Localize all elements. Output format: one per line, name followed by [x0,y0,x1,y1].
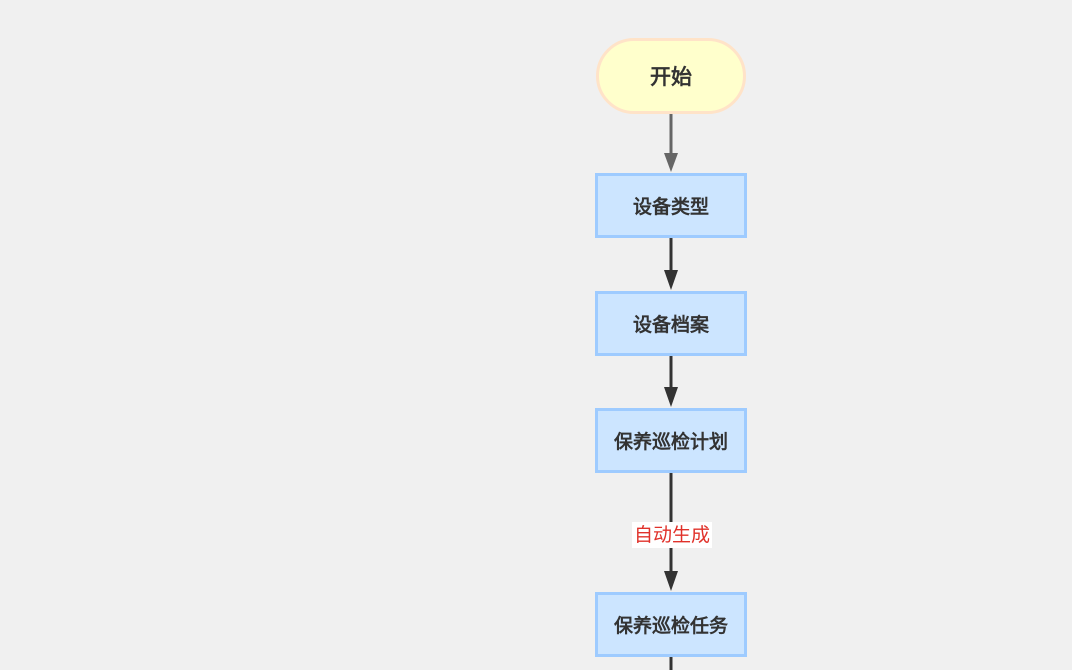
device-archive-node[interactable]: 设备档案 [595,291,747,356]
auto-generate-edge-label: 自动生成 [632,522,712,548]
device-type-node[interactable]: 设备类型 [595,173,747,238]
device-type-label: 设备类型 [632,196,709,218]
device-archive-label: 设备档案 [632,314,709,336]
arrow-device-type-to-device-archive [664,238,678,290]
start-node[interactable]: 开始 [596,38,746,114]
arrow-device-archive-to-maintenance-plan [664,356,678,407]
maintenance-task-label: 保养巡检任务 [613,615,728,637]
start-node-label: 开始 [650,65,692,89]
maintenance-plan-node[interactable]: 保养巡检计划 [595,408,747,473]
maintenance-plan-label: 保养巡检计划 [613,431,728,453]
maintenance-task-node[interactable]: 保养巡检任务 [595,592,747,657]
arrow-start-to-device-type [664,114,678,172]
